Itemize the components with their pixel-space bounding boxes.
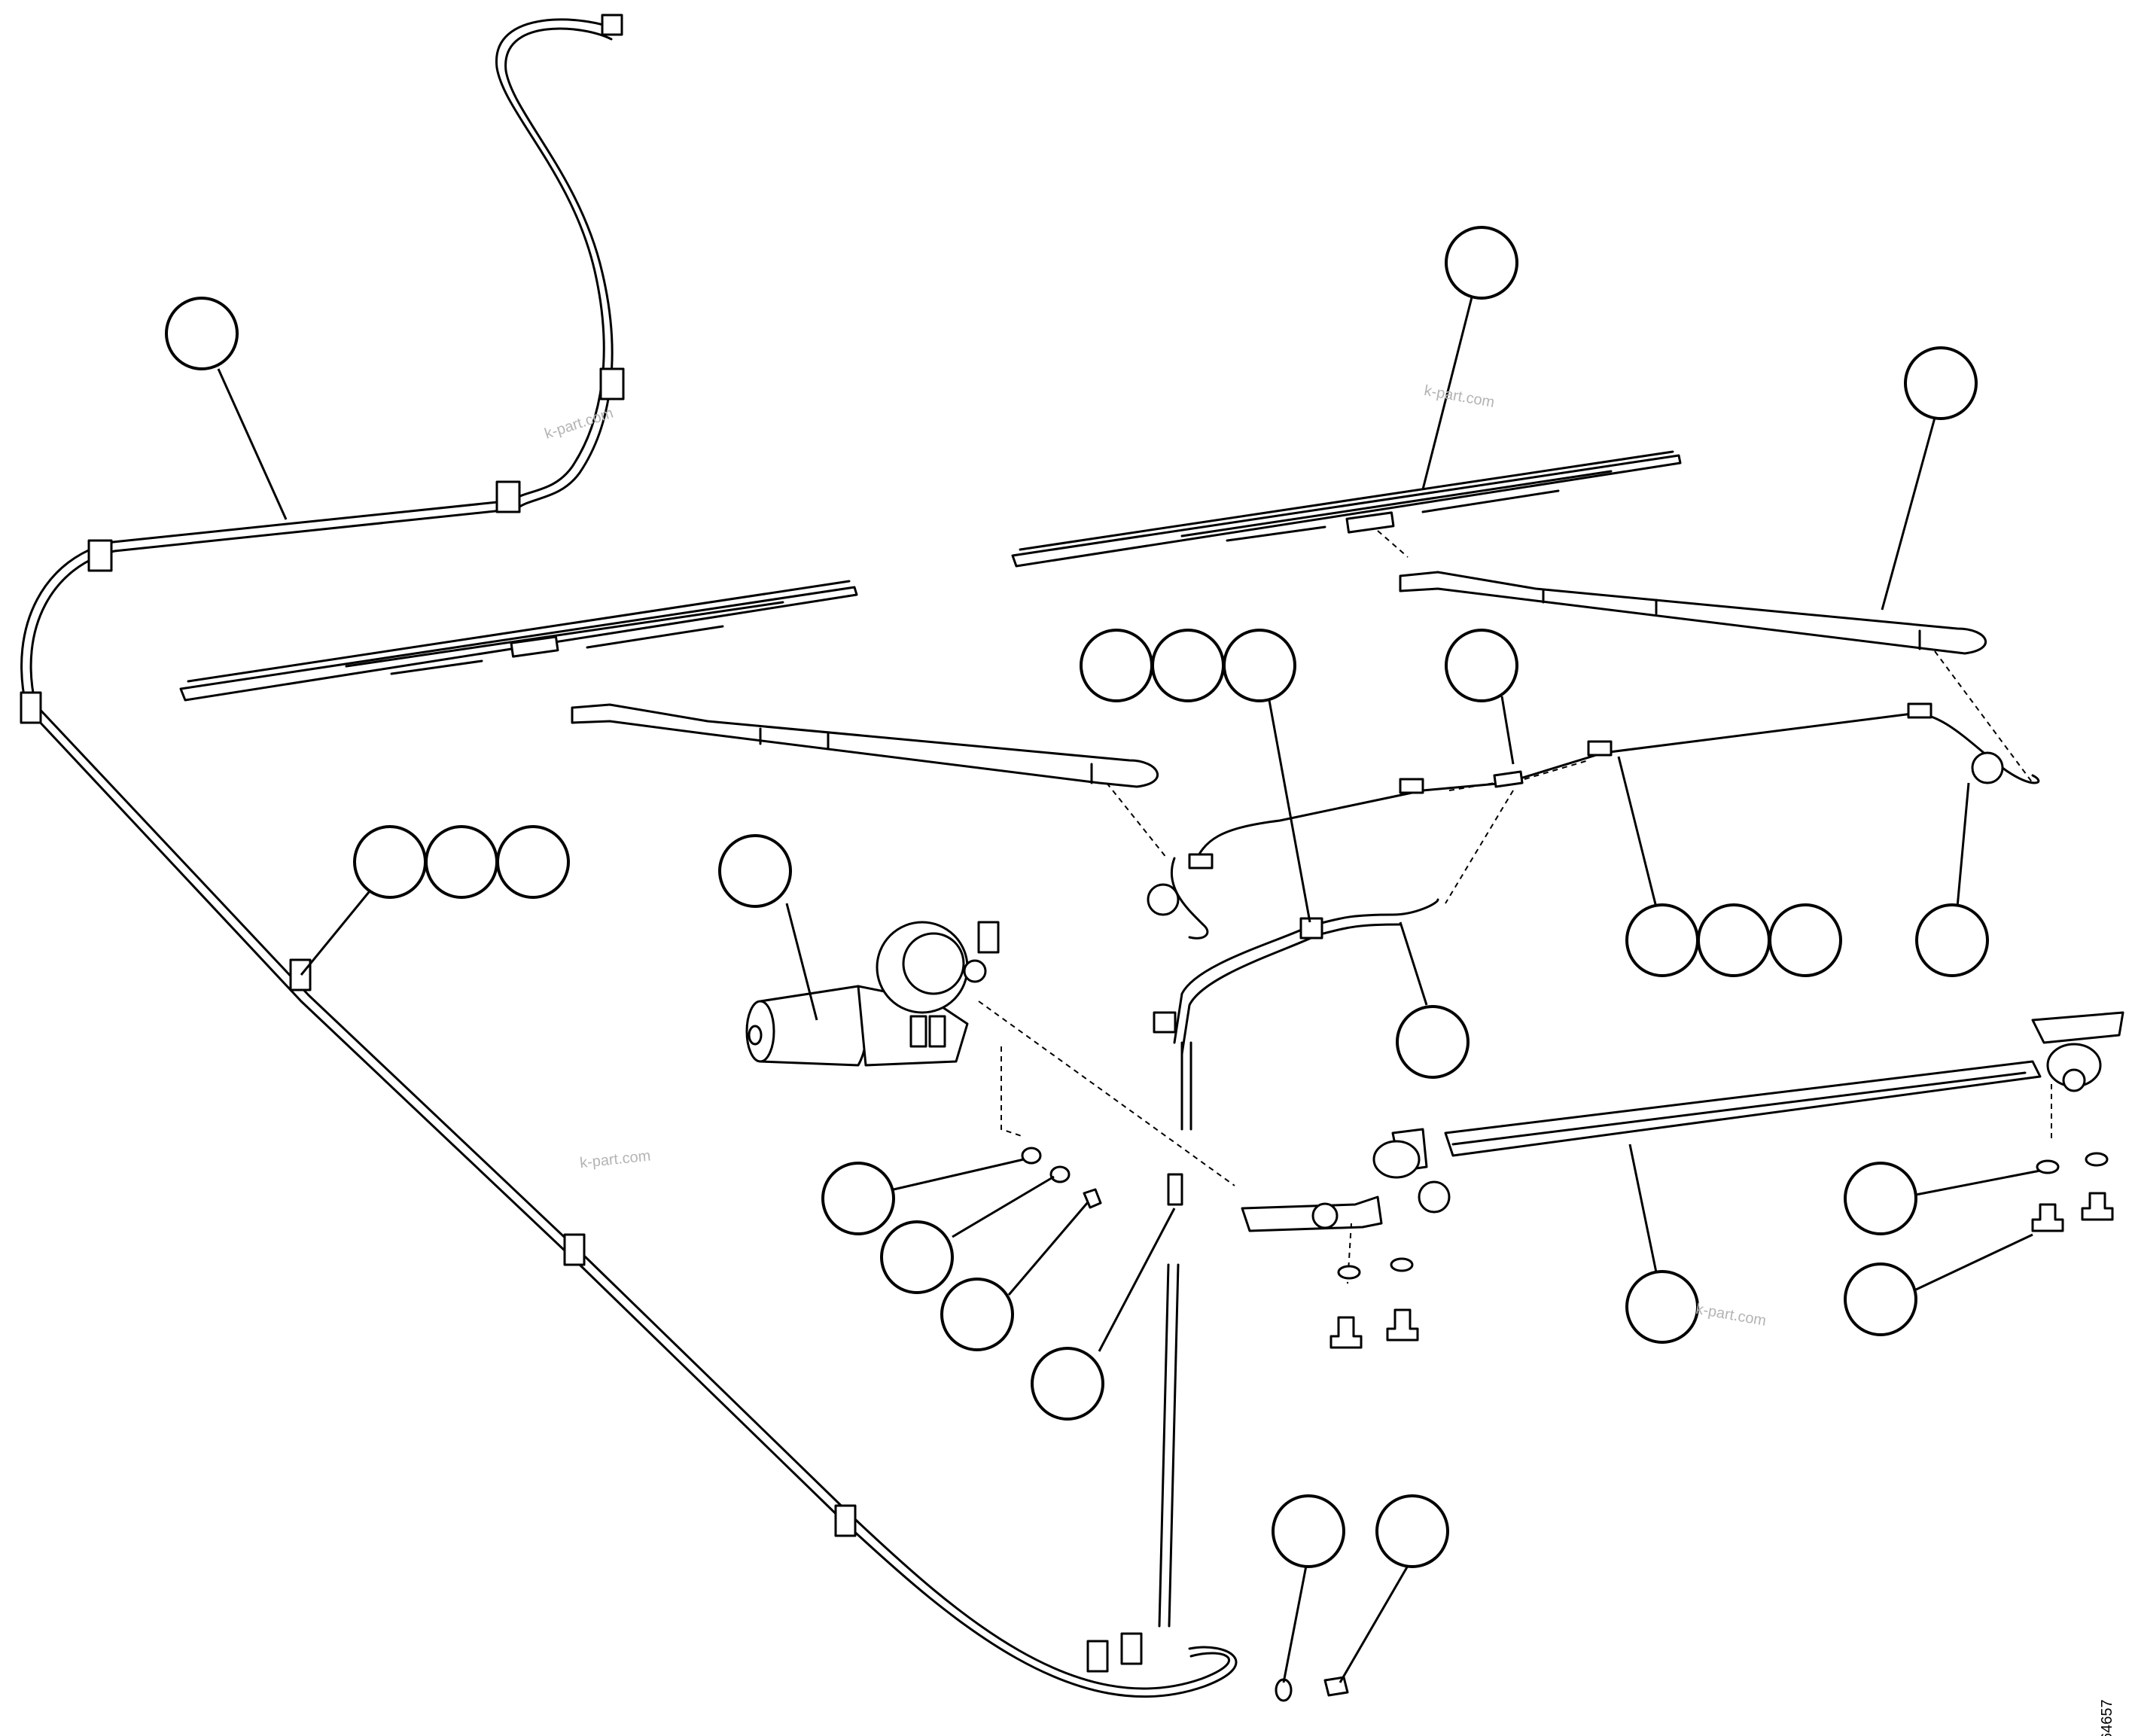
washer-hose-long: [20, 18, 1238, 1698]
callout-circle: [1768, 903, 1842, 977]
wiper-arm-right: [1399, 571, 2033, 784]
callout-circle: [353, 825, 427, 899]
callout-circle: [1223, 629, 1296, 702]
figure-number: 64657: [2099, 1699, 2115, 1736]
washer-connector-tube: [1158, 1173, 1183, 1628]
callout-circle: [496, 825, 570, 899]
callout-circle: [1904, 346, 1978, 420]
callout-circle: [940, 1278, 1014, 1351]
watermark: k-part.com: [1423, 382, 1496, 411]
callout-circle: [1272, 1494, 1345, 1568]
callout-circle: [165, 297, 239, 370]
callout-circle: [821, 1162, 895, 1235]
callout-circle: [1445, 226, 1518, 300]
callout-circle: [1375, 1494, 1449, 1568]
callout-circle: [425, 825, 498, 899]
callout-circle: [1844, 1162, 1917, 1235]
callout-circle: [1151, 629, 1225, 702]
wiper-linkage: [1241, 1011, 2124, 1284]
wiper-blade-left: [179, 580, 858, 702]
callout-circle: [1080, 629, 1153, 702]
leader-lines: [217, 297, 2041, 1683]
bottom-fasteners: [1275, 1676, 1349, 1702]
watermark: k-part.com: [543, 405, 616, 443]
callout-circle: [1697, 903, 1771, 977]
callout-circle: [1844, 1262, 1917, 1336]
watermark: k-part.com: [579, 1147, 651, 1171]
callout-circle: [1445, 629, 1518, 702]
wiper-arm-left: [571, 703, 1168, 859]
callout-circle: [1915, 903, 1989, 977]
motor-fasteners: [1021, 1147, 1102, 1209]
callout-circle: [880, 1220, 954, 1294]
callout-circles: [165, 226, 1989, 1568]
washer-hose-upper: [1147, 702, 2040, 1131]
callout-circle: [1031, 1347, 1104, 1421]
wiper-motor: [745, 921, 1235, 1186]
callout-circle: [1396, 1005, 1470, 1079]
callout-circle: [718, 834, 792, 908]
hose-clips: [20, 14, 1143, 1673]
linkage-fasteners: [1329, 1152, 2114, 1349]
watermark: k-part.com: [1695, 1301, 1768, 1329]
callout-circle: [1625, 903, 1699, 977]
wiper-blade-right: [1011, 450, 1682, 568]
callout-circle: [1625, 1270, 1699, 1344]
